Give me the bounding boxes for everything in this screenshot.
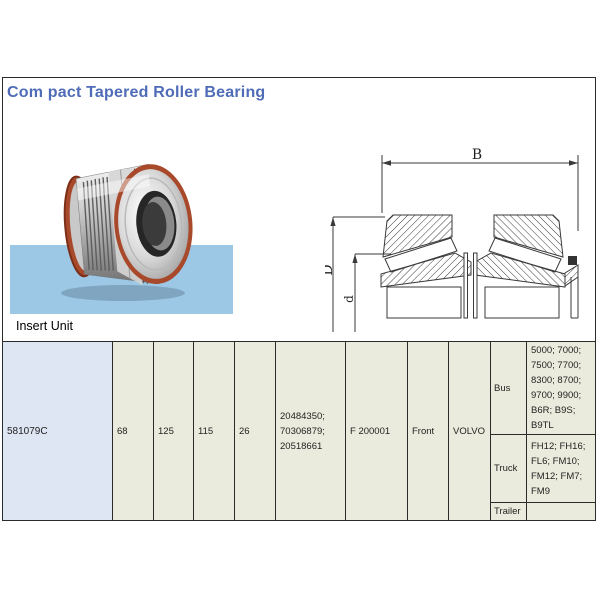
- vehicle-models-cell: [527, 503, 595, 520]
- brand-cell: VOLVO: [449, 342, 491, 520]
- spec-table: 581079C 68 125 115 26 20484350; 70306879…: [2, 341, 596, 521]
- seal-ring-marker: [568, 256, 577, 265]
- reference-cell: F 200001: [346, 342, 408, 520]
- part-number-cell: 581079C: [3, 342, 113, 520]
- application-row-trailer: Trailer: [491, 503, 595, 520]
- vehicle-type-cell: Trailer: [491, 503, 527, 520]
- dim-label-D: D: [325, 264, 336, 275]
- dim-cell-4: 26: [235, 342, 276, 520]
- dim-label-b: B: [472, 147, 482, 163]
- application-row-truck: Truck FH12; FH16; FL6; FM10; FM12; FM7; …: [491, 435, 595, 503]
- dim-cell-1: 68: [113, 342, 154, 520]
- vehicle-models-cell: FH12; FH16; FL6; FM10; FM12; FM7; FM9: [527, 435, 595, 502]
- section-label: Insert Unit: [16, 319, 73, 333]
- page-title: Com pact Tapered Roller Bearing: [7, 84, 266, 101]
- applications-column: Bus 5000; 7000; 7500; 7700; 8300; 8700; …: [491, 342, 595, 520]
- bearing-diagram: B D d: [325, 147, 579, 332]
- oem-numbers-cell: 20484350; 70306879; 20518661: [276, 342, 346, 520]
- bearing-photo: [61, 163, 193, 301]
- dim-label-d: d: [342, 295, 356, 303]
- application-row-bus: Bus 5000; 7000; 7500; 7700; 8300; 8700; …: [491, 342, 595, 435]
- vehicle-type-cell: Truck: [491, 435, 527, 502]
- vehicle-type-cell: Bus: [491, 342, 527, 434]
- position-cell: Front: [408, 342, 449, 520]
- dim-cell-2: 125: [154, 342, 194, 520]
- dim-cell-3: 115: [194, 342, 235, 520]
- vehicle-models-cell: 5000; 7000; 7500; 7700; 8300; 8700; 9700…: [527, 342, 595, 434]
- photo-shadow: [61, 285, 185, 301]
